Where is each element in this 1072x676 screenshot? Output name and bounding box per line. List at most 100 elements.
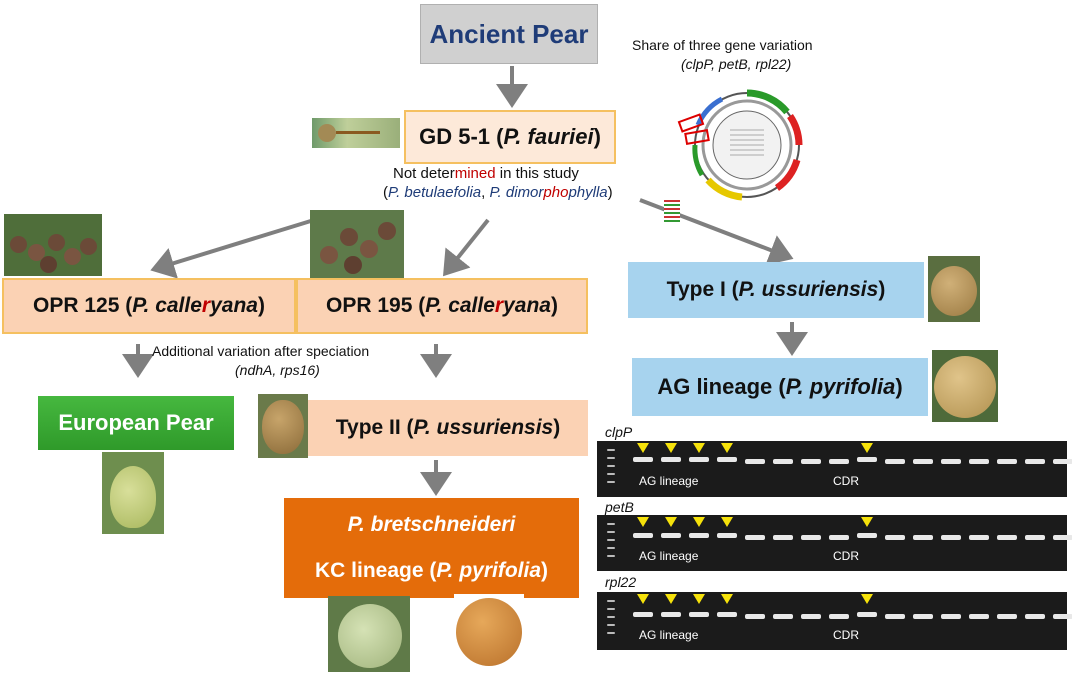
ag-suffix: ) <box>895 374 903 399</box>
gd51-suffix: ) <box>593 124 601 149</box>
kc-prefix: KC lineage ( <box>314 559 437 582</box>
gel-band <box>633 457 653 462</box>
type2-species: P. ussuriensis <box>413 416 554 439</box>
gel-name-rpl22: rpl22 <box>605 574 637 590</box>
opr125-sp-a: P. calle <box>132 294 202 317</box>
ladder-band <box>607 473 615 475</box>
gel-band <box>717 533 737 538</box>
gel-band <box>689 457 709 462</box>
gel-band <box>661 457 681 462</box>
european-label: European Pear <box>58 410 214 435</box>
gel-clpp-cdr-label: CDR <box>833 474 859 488</box>
gel-band <box>633 612 653 617</box>
ladder-band <box>607 449 615 451</box>
gel-band <box>773 614 793 619</box>
type1-box: Type I (P. ussuriensis) <box>628 262 924 318</box>
ladder-band <box>607 465 615 467</box>
undetermined-species: (P. betulaefolia, P. dimorphophylla) <box>383 184 613 201</box>
ladder-band <box>607 624 615 626</box>
genome-legend <box>664 200 680 222</box>
gd51-species: P. fauriei <box>503 124 594 149</box>
arrow-to-opr195 <box>443 218 490 277</box>
bretschneideri-photo <box>328 596 410 672</box>
marker-arrow-icon <box>693 517 705 527</box>
gel-band <box>969 614 989 619</box>
gel-clpp-ag-label: AG lineage <box>639 474 699 488</box>
paren-open: ( <box>383 184 388 201</box>
ag-prefix: AG lineage ( <box>657 374 786 399</box>
paren-close: ) <box>607 184 613 201</box>
type1-prefix: Type I ( <box>666 278 739 301</box>
gel-rpl22-ag-label: AG lineage <box>639 628 699 642</box>
additional-genes: (ndhA, rps16) <box>235 362 320 378</box>
not-determined-c: in this study <box>495 165 579 182</box>
gel-band <box>913 535 933 540</box>
species-pho: pho <box>543 184 569 201</box>
marker-arrow-icon <box>861 443 873 453</box>
ladder-band <box>607 481 615 483</box>
gel-band <box>997 535 1017 540</box>
gel-band <box>717 612 737 617</box>
gel-band <box>801 535 821 540</box>
not-determined-b: mined <box>454 165 496 182</box>
ag-photo <box>932 350 998 422</box>
gd51-box: GD 5-1 (P. fauriei) <box>404 110 616 164</box>
gel-band <box>857 457 877 462</box>
gel-rpl22-cdr-label: CDR <box>833 628 859 642</box>
gel-band <box>1025 459 1045 464</box>
gel-band <box>745 535 765 540</box>
gel-band <box>633 533 653 538</box>
ladder-band <box>607 616 615 618</box>
species-betulaefolia: P. betulaefolia <box>388 184 482 201</box>
opr195-suffix: ) <box>550 294 558 317</box>
marker-arrow-icon <box>665 594 677 604</box>
gel-band <box>885 614 905 619</box>
gel-petb-ag-label: AG lineage <box>639 549 699 563</box>
gel-band <box>913 614 933 619</box>
gel-band <box>829 614 849 619</box>
gel-band <box>941 459 961 464</box>
ancient-pear-box: Ancient Pear <box>420 4 598 64</box>
opr125-sp-b: r <box>201 294 211 317</box>
ancient-pear-label: Ancient Pear <box>429 18 589 49</box>
marker-arrow-icon <box>721 594 733 604</box>
chloroplast-genome-map <box>677 89 803 201</box>
opr195-sp-a: P. calle <box>425 294 495 317</box>
gel-band <box>689 612 709 617</box>
marker-arrow-icon <box>693 594 705 604</box>
gel-band <box>997 459 1017 464</box>
additional-genes-text: (ndhA, rps16) <box>235 362 320 378</box>
ladder-band <box>607 555 615 557</box>
gel-band <box>801 459 821 464</box>
opr195-sp-c: yana <box>503 294 551 317</box>
calleryana-photo-1 <box>4 214 102 276</box>
type2-photo <box>258 394 308 458</box>
marker-arrow-icon <box>637 443 649 453</box>
gel-band <box>857 612 877 617</box>
ladder-band <box>607 523 615 525</box>
gel-band <box>913 459 933 464</box>
european-pear-photo <box>102 452 164 534</box>
marker-arrow-icon <box>721 517 733 527</box>
gel-band <box>969 459 989 464</box>
ladder-band <box>607 600 615 602</box>
gd51-prefix: GD 5-1 ( <box>419 124 504 149</box>
kc-pyrifolia-photo <box>454 594 524 670</box>
gel-band <box>1025 535 1045 540</box>
gel-band <box>829 459 849 464</box>
not-determined-a: Not deter <box>393 165 455 182</box>
species-dimor: P. dimor <box>489 184 544 201</box>
calleryana-photo-2 <box>310 210 404 282</box>
gel-band <box>773 535 793 540</box>
kc-suffix: ) <box>541 559 548 582</box>
share-title: Share of three gene variation <box>632 37 813 53</box>
gel-band <box>885 535 905 540</box>
marker-arrow-icon <box>665 517 677 527</box>
marker-arrow-icon <box>637 517 649 527</box>
gel-band <box>1025 614 1045 619</box>
marker-arrow-icon <box>861 517 873 527</box>
ladder-band <box>607 547 615 549</box>
gel-band <box>745 459 765 464</box>
gel-band <box>661 612 681 617</box>
